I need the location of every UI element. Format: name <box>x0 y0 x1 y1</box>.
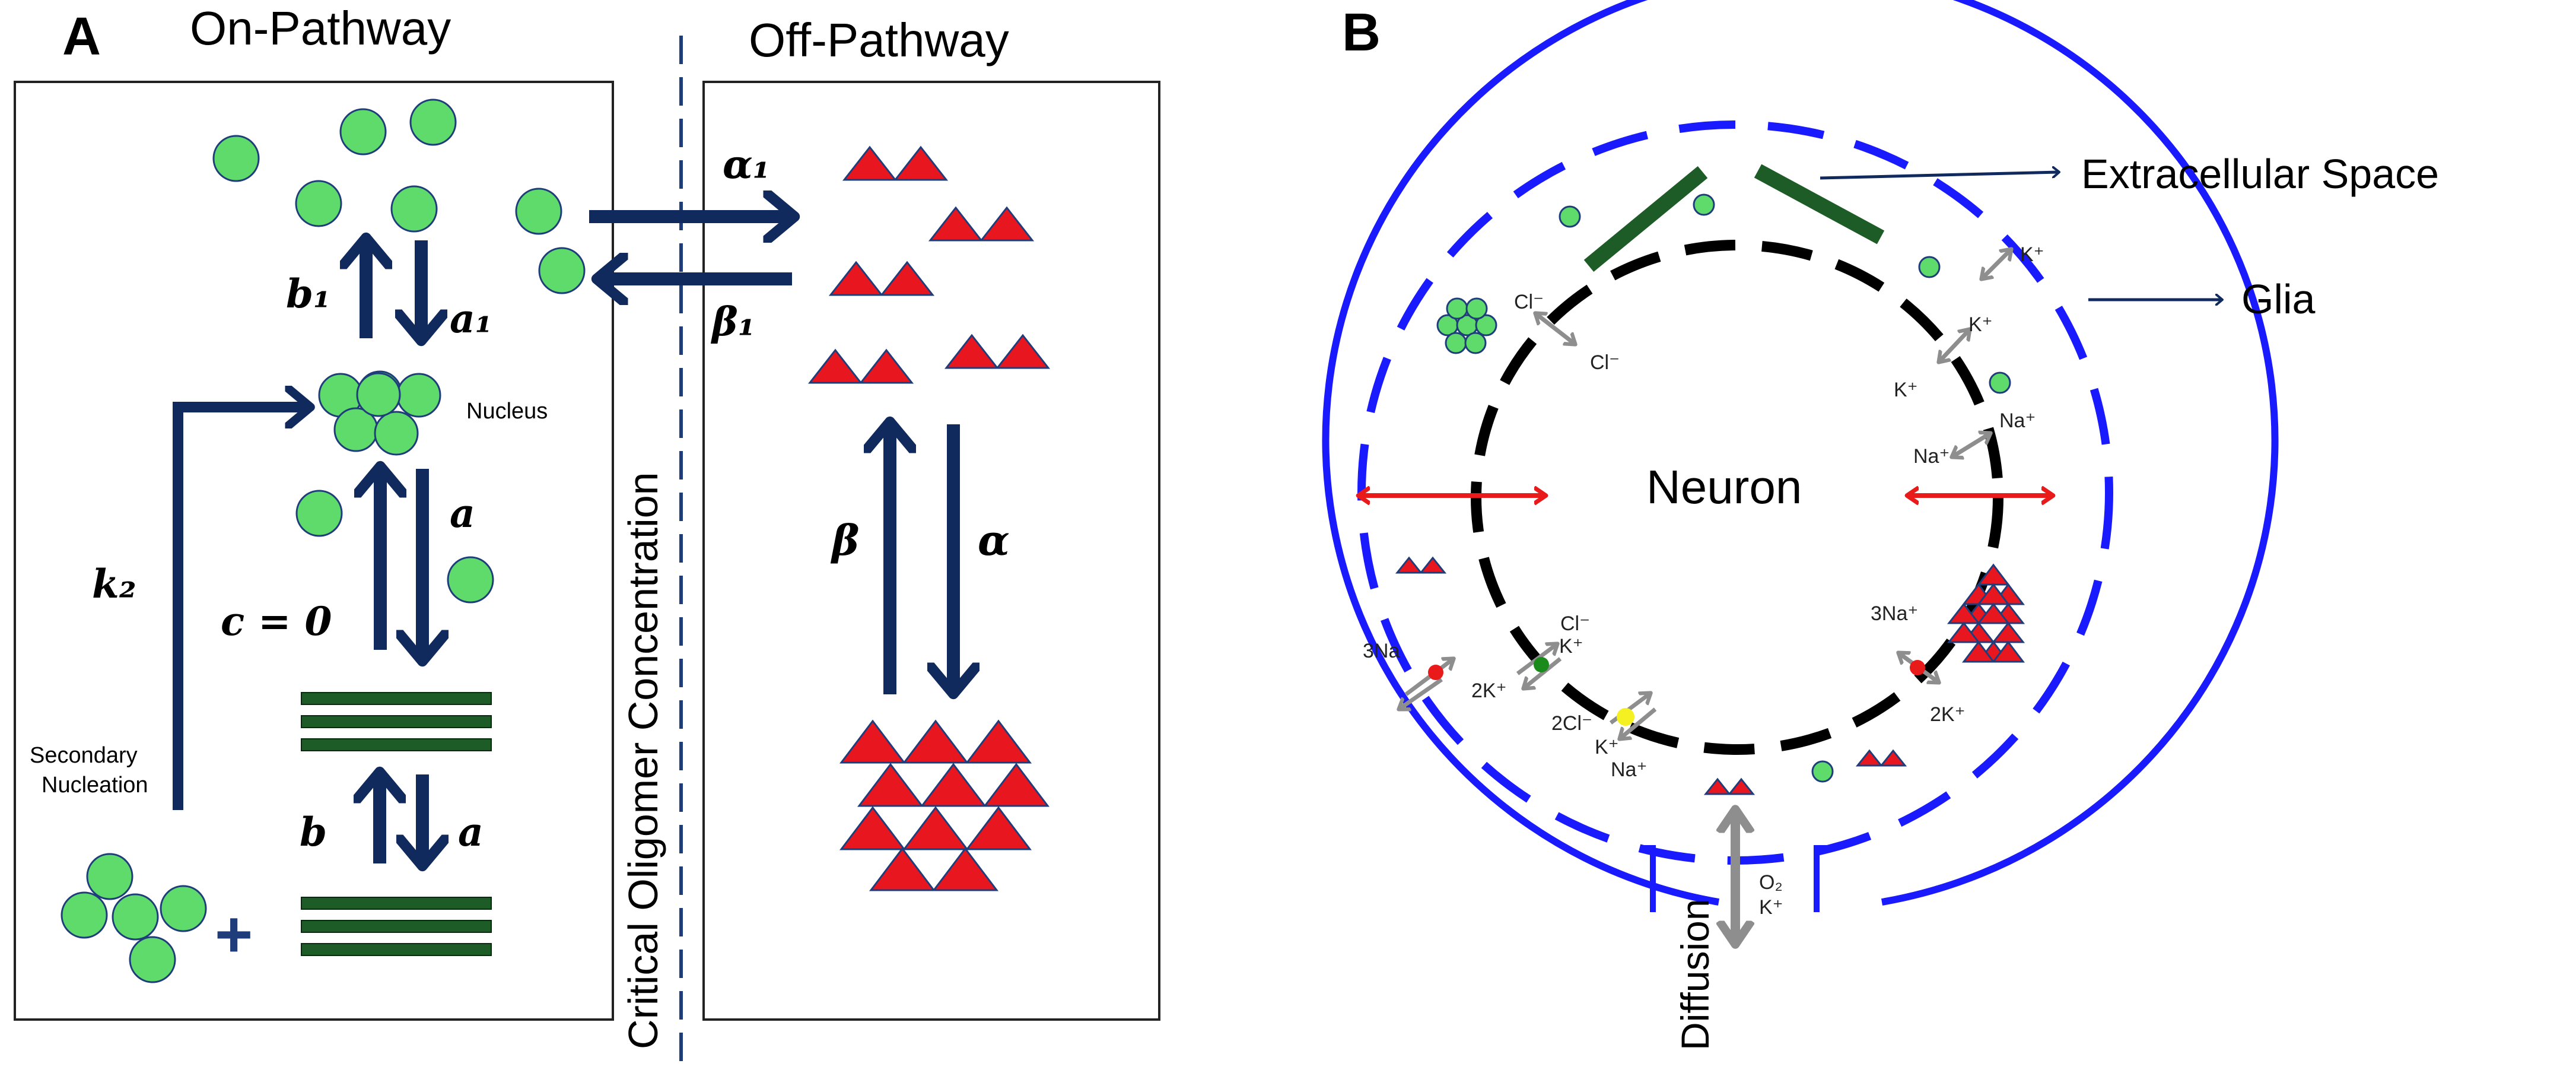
nucleus-cluster <box>318 370 441 456</box>
monomers-top <box>212 99 586 294</box>
neuron-label: Neuron <box>1646 461 1802 513</box>
extracellular-label: Extracellular Space <box>2081 151 2439 197</box>
on-pathway-box <box>14 81 614 1021</box>
panel-b-monomer-cluster <box>1436 297 1497 354</box>
panel-a: A On-Pathway Off-Pathway Critical Oligom… <box>14 2 1160 1070</box>
on-pathway-title: On-Pathway <box>190 2 451 55</box>
rate-b1: b₁ <box>286 271 330 317</box>
ion-mid-k2: K⁺ <box>1595 736 1619 758</box>
outer-membrane-gap-right <box>1814 845 1828 912</box>
panel-b-aggregate <box>1947 563 2025 663</box>
panel-b-oligomers <box>1395 556 1907 795</box>
rate-a1: a₁ <box>450 296 492 342</box>
off-pathway-aggregate <box>839 719 1050 891</box>
off-pathway-oligomers <box>807 145 1051 384</box>
panel-b-monomers <box>1559 193 2011 783</box>
monomer-mid-right <box>447 556 494 604</box>
ion-mid-k: K⁺ <box>1559 635 1583 658</box>
plus-sign: + <box>215 898 253 971</box>
off-pathway-box <box>702 81 1160 1021</box>
ion-cl-in: Cl⁻ <box>1590 351 1620 374</box>
ion-k3: K⁺ <box>1894 379 1918 401</box>
extracellular-callout-line <box>1820 172 2059 180</box>
nucleus-label: Nucleus <box>466 399 548 424</box>
ion-k1: K⁺ <box>2020 243 2044 266</box>
ion-k2: K⁺ <box>1968 313 1993 336</box>
ion-na1: Na⁺ <box>1999 409 2036 432</box>
rate-a-top: a <box>450 490 475 536</box>
secondary-label-line1: Secondary <box>30 743 138 768</box>
secondary-label-line2: Nucleation <box>42 773 148 798</box>
rate-beta1: β₁ <box>710 299 755 345</box>
rate-alpha: α <box>978 516 1010 565</box>
diffusion-o2: O₂ <box>1759 871 1783 894</box>
rate-beta: β <box>830 516 859 565</box>
monomers-bottom-left <box>61 853 207 983</box>
rate-k2: k₂ <box>92 561 136 607</box>
ion-left-2k: 2K⁺ <box>1471 680 1507 702</box>
ion-mid-na: Na⁺ <box>1611 758 1647 781</box>
panel-a-label: A <box>62 7 101 66</box>
secondary-nucleation-arrow <box>173 407 309 810</box>
critical-concentration-label: Critical Oligomer Concentration <box>620 472 666 1049</box>
pump-dot-mid-green <box>1534 657 1549 672</box>
ion-left-3na: 3Na <box>1363 640 1400 662</box>
ion-mid-2cl: 2Cl⁻ <box>1551 712 1592 735</box>
rate-b-bottom: b <box>300 809 327 855</box>
rate-alpha1: α₁ <box>723 141 770 188</box>
glia-label: Glia <box>2241 276 2316 322</box>
rate-a-bottom: a <box>458 809 484 855</box>
outer-membrane <box>1322 0 2279 906</box>
pump-dot-right <box>1910 660 1925 675</box>
panel-b-label: B <box>1342 3 1381 62</box>
monomer-mid-left <box>295 490 343 537</box>
ion-na2: Na⁺ <box>1913 445 1950 468</box>
fibril-top <box>301 692 492 751</box>
ion-right-3na: 3Na⁺ <box>1871 602 1918 625</box>
pump-dot-mid-yellow <box>1617 708 1634 726</box>
ion-right-2k: 2K⁺ <box>1930 703 1966 726</box>
ion-mid-cl: Cl⁻ <box>1560 612 1590 635</box>
rate-c-equals-zero: c = 0 <box>221 598 332 644</box>
glial-fibrils <box>1583 164 1885 272</box>
diffusion-k: K⁺ <box>1759 896 1783 919</box>
off-pathway-title: Off-Pathway <box>749 14 1009 66</box>
fibril-bottom <box>301 897 492 956</box>
pump-dot-left <box>1428 665 1443 680</box>
diffusion-label: Diffusion <box>1673 898 1717 1050</box>
panel-b: B Neuron <box>1322 0 2439 1050</box>
ion-cl-out: Cl⁻ <box>1514 291 1544 313</box>
